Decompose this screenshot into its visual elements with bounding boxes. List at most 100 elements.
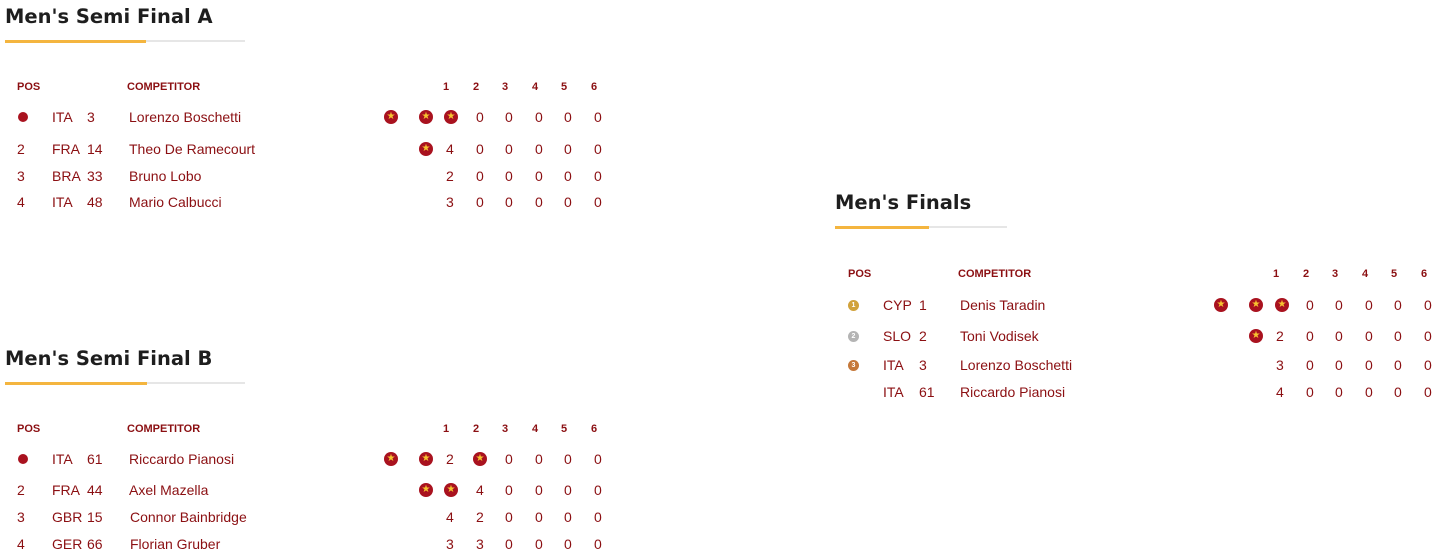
score-cell: 2 (446, 168, 454, 184)
round-4-header: 4 (1362, 268, 1369, 280)
score-cell: 0 (564, 168, 572, 184)
score-cell: 0 (535, 141, 543, 157)
pos-header: POS (848, 268, 872, 280)
score-cell: 0 (564, 109, 572, 125)
competitor-name[interactable]: Denis Taradin (960, 297, 1046, 313)
competitor-header: COMPETITOR (127, 81, 201, 93)
semi-final-a-title: Men's Semi Final A (5, 5, 213, 28)
score-cell: 0 (1306, 328, 1314, 344)
competitor-name[interactable]: Florian Gruber (130, 536, 221, 552)
gold-medal-icon: 1 (848, 300, 859, 311)
score-cell: 0 (1394, 357, 1402, 373)
competitor-name[interactable]: Mario Calbucci (129, 194, 222, 210)
round-2-header: 2 (473, 423, 480, 435)
bib-number: 3 (919, 357, 927, 373)
score-cell: 0 (535, 451, 543, 467)
score-cell: 0 (1335, 357, 1343, 373)
bib-number: 44 (87, 482, 103, 498)
score-cell: 0 (535, 168, 543, 184)
score-cell: 0 (535, 194, 543, 210)
position: 4 (17, 194, 25, 210)
country-code: CYP (883, 297, 912, 313)
score-cell: 4 (1276, 384, 1284, 400)
score-cell: 0 (1424, 384, 1432, 400)
score-cell: 3 (476, 536, 484, 552)
country-code: ITA (883, 357, 904, 373)
score-cell: 0 (594, 194, 602, 210)
competitor-name[interactable]: Riccardo Pianosi (129, 451, 235, 467)
competitor-name[interactable]: Toni Vodisek (960, 328, 1039, 344)
star-icon: ★ (1275, 298, 1289, 312)
country-code: ITA (52, 109, 73, 125)
score-cell: 0 (505, 536, 513, 552)
position: 4 (17, 536, 25, 552)
bib-number: 48 (87, 194, 103, 210)
round-4-header: 4 (532, 423, 539, 435)
round-1-header: 1 (1273, 268, 1280, 280)
position-marker (18, 454, 28, 464)
bib-number: 15 (87, 509, 103, 525)
competitor-name[interactable]: Connor Bainbridge (130, 509, 247, 525)
score-cell: 3 (446, 194, 454, 210)
score-cell: 0 (1424, 297, 1432, 313)
finals-panel: Men's Finals POS COMPETITOR 1 2 3 4 5 6 … (835, 191, 1436, 411)
round-5-header: 5 (1391, 268, 1398, 280)
competitor-name[interactable]: Lorenzo Boschetti (129, 109, 242, 125)
star-icon: ★ (384, 110, 398, 124)
star-icon: ★ (419, 110, 433, 124)
country-code: ITA (883, 384, 904, 400)
competitor-header: COMPETITOR (127, 423, 201, 435)
score-cell: 0 (564, 482, 572, 498)
score-cell: 0 (1365, 384, 1373, 400)
score-cell: 0 (476, 141, 484, 157)
position: 3 (17, 168, 25, 184)
score-cell: 4 (476, 482, 484, 498)
score-cell: 0 (505, 451, 513, 467)
round-3-header: 3 (1332, 268, 1339, 280)
score-cell: 0 (594, 509, 602, 525)
star-icon: ★ (384, 452, 398, 466)
competitor-name[interactable]: Axel Mazella (129, 482, 209, 498)
score-cell: 4 (446, 141, 454, 157)
country-code: FRA (52, 141, 80, 157)
round-3-header: 3 (502, 423, 509, 435)
star-icon: ★ (444, 483, 458, 497)
country-code: ITA (52, 451, 73, 467)
score-cell: 0 (1424, 328, 1432, 344)
bib-number: 1 (919, 297, 927, 313)
finals-title: Men's Finals (835, 191, 972, 214)
star-icon: ★ (419, 483, 433, 497)
title-underline (835, 226, 1007, 229)
country-code: BRA (52, 168, 81, 184)
bib-number: 61 (919, 384, 935, 400)
score-cell: 3 (446, 536, 454, 552)
score-cell: 0 (505, 482, 513, 498)
country-code: GBR (52, 509, 83, 525)
score-cell: 0 (564, 536, 572, 552)
score-cell: 0 (1306, 297, 1314, 313)
bib-number: 61 (87, 451, 103, 467)
score-cell: 0 (564, 451, 572, 467)
bib-number: 14 (87, 141, 103, 157)
score-cell: 0 (505, 194, 513, 210)
score-cell: 0 (594, 168, 602, 184)
star-icon: ★ (1249, 298, 1263, 312)
score-cell: 2 (476, 509, 484, 525)
position: 3 (17, 509, 25, 525)
score-cell: 0 (1394, 384, 1402, 400)
competitor-name[interactable]: Bruno Lobo (129, 168, 202, 184)
score-cell: 0 (564, 194, 572, 210)
score-cell: 0 (1335, 297, 1343, 313)
score-cell: 0 (535, 509, 543, 525)
star-icon: ★ (444, 110, 458, 124)
competitor-name[interactable]: Riccardo Pianosi (960, 384, 1066, 400)
star-icon: ★ (473, 452, 487, 466)
score-cell: 2 (1276, 328, 1284, 344)
star-icon: ★ (1214, 298, 1228, 312)
semi-final-b-panel: Men's Semi Final B POS COMPETITOR 1 2 3 … (5, 347, 805, 558)
competitor-name[interactable]: Lorenzo Boschetti (960, 357, 1073, 373)
score-cell: 2 (446, 451, 454, 467)
star-icon: ★ (419, 142, 433, 156)
competitor-name[interactable]: Theo De Ramecourt (129, 141, 256, 157)
bib-number: 66 (87, 536, 103, 552)
